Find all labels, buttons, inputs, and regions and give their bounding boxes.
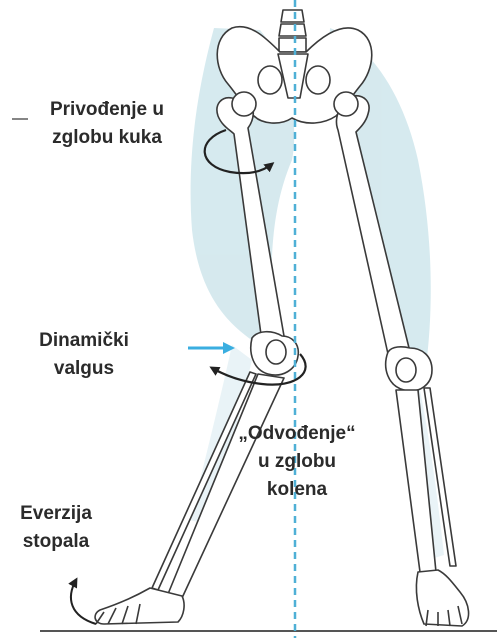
label-foot-eversion-line-2: stopala <box>6 528 106 556</box>
label-knee-abduction-line-2: u zglobu <box>232 448 362 476</box>
spine <box>279 10 306 52</box>
label-dynamic-valgus-line-1: Dinamički <box>18 327 150 355</box>
label-knee-abduction: „Odvođenje“ u zglobu kolena <box>232 420 362 504</box>
label-knee-abduction-line-1: „Odvođenje“ <box>232 420 362 448</box>
left-obturator <box>258 66 282 94</box>
label-hip-adduction-line-1: Privođenje u <box>28 96 186 124</box>
label-dynamic-valgus: Dinamički valgus <box>18 327 150 383</box>
right-femoral-head <box>334 92 358 116</box>
label-foot-eversion: Everzija stopala <box>6 500 106 556</box>
label-hip-adduction: Privođenje u zglobu kuka <box>28 96 186 152</box>
right-patella <box>396 358 416 382</box>
label-dynamic-valgus-line-2: valgus <box>18 355 150 383</box>
right-obturator <box>306 66 330 94</box>
left-femoral-head <box>232 92 256 116</box>
label-hip-adduction-line-2: zglobu kuka <box>28 124 186 152</box>
label-knee-abduction-line-3: kolena <box>232 476 362 504</box>
rotation-arrow-icon <box>71 580 96 624</box>
label-foot-eversion-line-1: Everzija <box>6 500 106 528</box>
left-patella <box>266 340 286 364</box>
